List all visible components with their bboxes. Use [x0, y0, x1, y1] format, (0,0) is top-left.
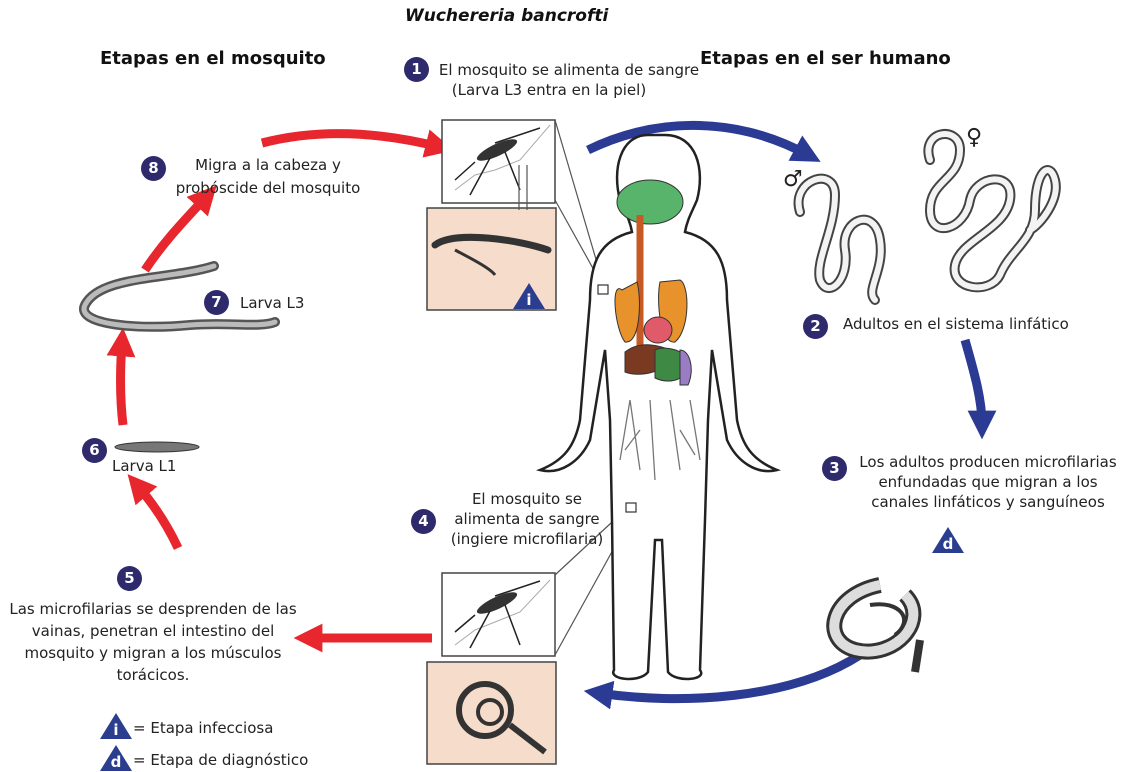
- human-body: [540, 135, 777, 679]
- arrow-1-to-2: [588, 125, 808, 155]
- diagnostic-stage-marker: d: [932, 527, 964, 553]
- step-6-badge: 6: [82, 438, 107, 463]
- step-2-text: Adultos en el sistema linfático: [843, 314, 1103, 334]
- larva-l1: [115, 442, 199, 452]
- human-stages-header: Etapas en el ser humano: [700, 48, 960, 70]
- arrow-2-to-3: [965, 340, 982, 425]
- step-6-text: Larva L1: [112, 456, 176, 476]
- step-1-text: El mosquito se alimenta de sangre (Larva…: [393, 60, 705, 100]
- step-7-text: Larva L3: [240, 293, 304, 313]
- diagram-title: Wuchereria bancrofti: [405, 6, 635, 26]
- step-4-text: El mosquito se alimenta de sangre (ingie…: [440, 489, 614, 549]
- step-5-badge: 5: [117, 566, 142, 591]
- legend-diagnostic-text: = Etapa de diagnóstico: [133, 750, 308, 770]
- infective-stage-marker: i: [513, 283, 545, 309]
- mosquito-feeding-inset-bottom: [442, 573, 555, 656]
- step-4-badge: 4: [411, 509, 436, 534]
- step-3-badge: 3: [822, 456, 847, 481]
- legend-infective-icon: i: [100, 713, 132, 739]
- female-symbol: ♀: [966, 128, 982, 148]
- step-7-badge: 7: [204, 290, 229, 315]
- legend-infective-text: = Etapa infecciosa: [133, 718, 273, 738]
- mosquito-feeding-inset-top: [442, 120, 555, 203]
- legend-diagnostic-icon: d: [100, 745, 132, 771]
- step-8-text: Migra a la cabeza y probóscide del mosqu…: [158, 154, 378, 200]
- male-symbol: ♂: [783, 170, 803, 190]
- step-5-text: Las microfilarias se desprenden de las v…: [8, 598, 298, 686]
- arrow-5-to-6: [137, 485, 178, 548]
- arrow-6-to-7: [121, 342, 123, 425]
- arrow-8-to-1: [262, 134, 440, 147]
- step-3-text: Los adultos producen microfilarias enfun…: [850, 452, 1126, 512]
- arrow-7-to-8: [145, 196, 207, 270]
- mosquito-stages-header: Etapas en el mosquito: [100, 48, 340, 70]
- adult-worms: [799, 134, 1056, 300]
- step-2-badge: 2: [803, 314, 828, 339]
- microfilaria-ingested-inset: [427, 662, 556, 764]
